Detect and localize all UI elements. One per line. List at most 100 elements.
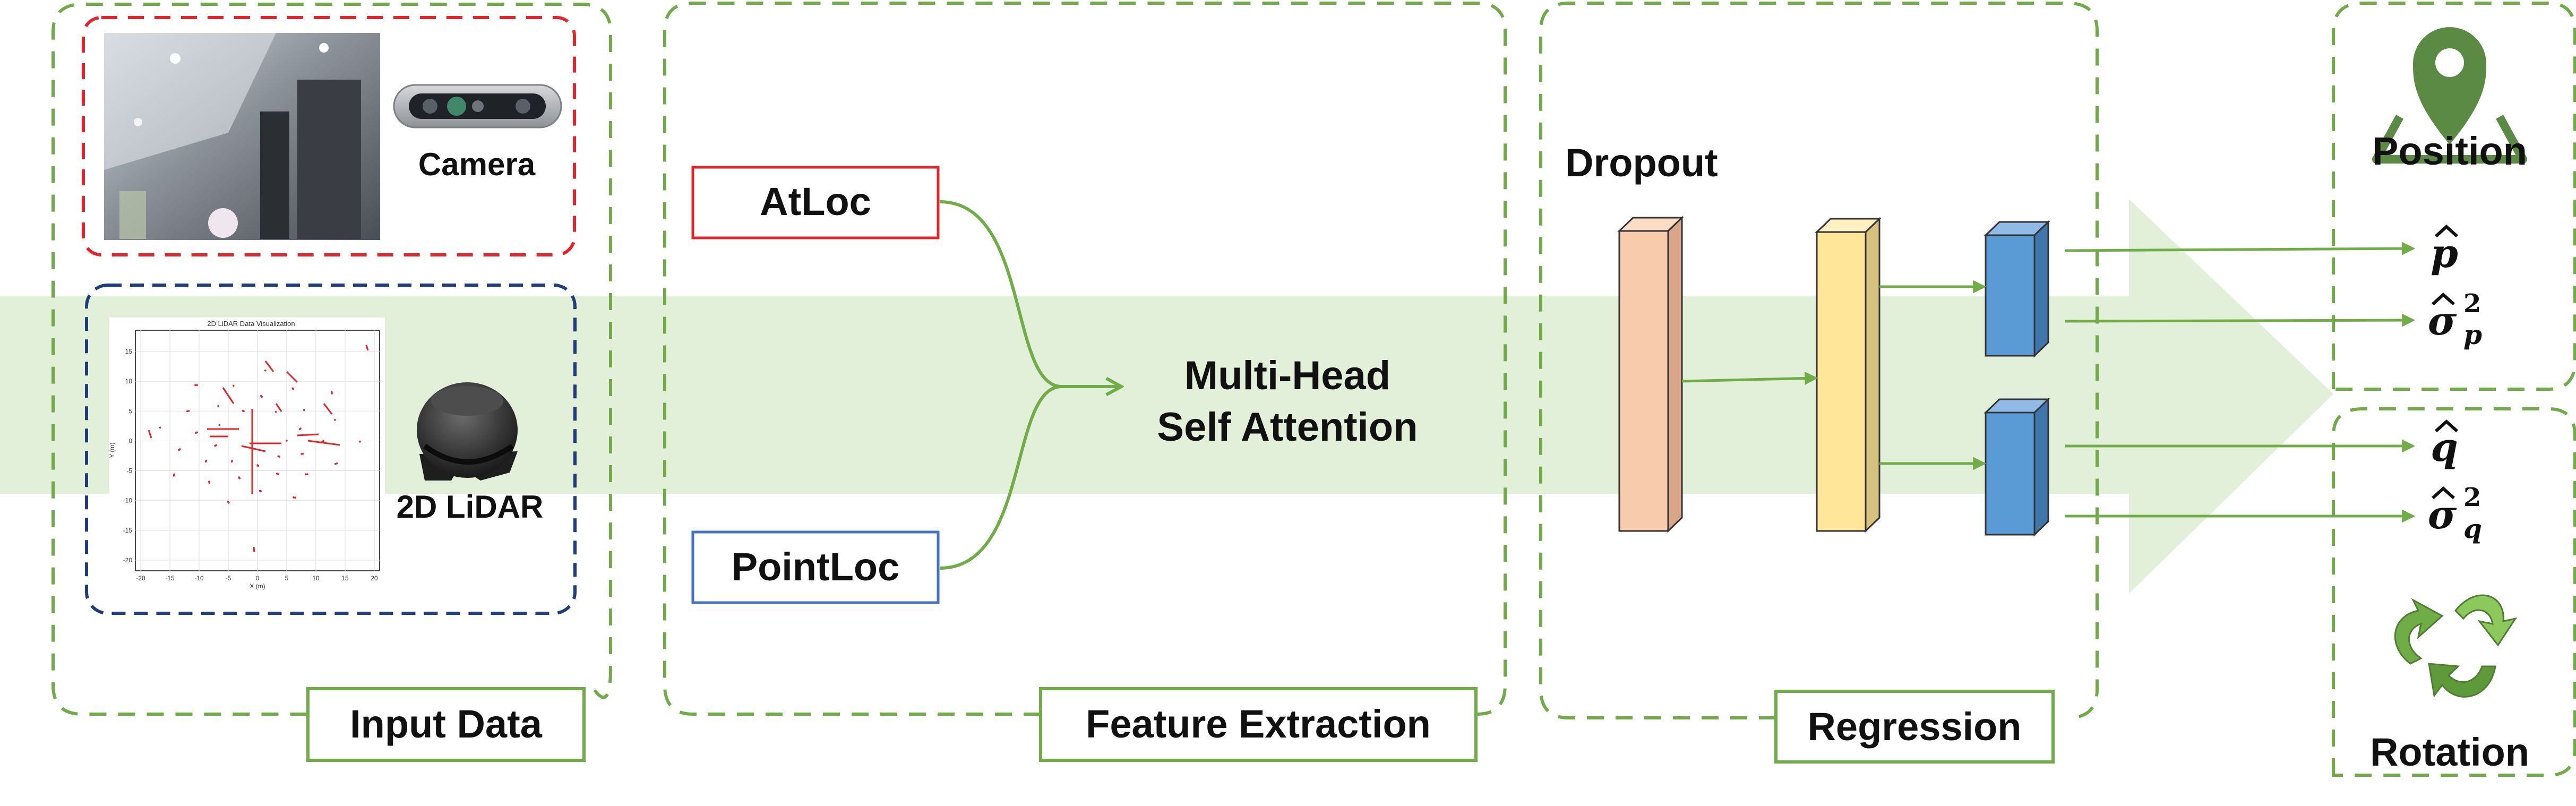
lidar-scan-points [148,345,369,553]
rotation-output-section: Rotation [2332,407,2576,777]
lidar-plot-ylabel: Y (m) [108,442,116,458]
pointloc-box [691,530,940,604]
camera-photo [104,33,380,240]
lidar-plot-title: 2D LiDAR Data Visualization [207,320,295,328]
lidar-scan-segment [297,433,319,436]
lidar-scan-point [298,428,301,431]
sigma-q-symbol: σ 2 q [2428,483,2482,544]
camera-label: Camera [418,147,536,182]
lidar-scan-point [274,411,277,413]
lidar-y-tick: 15 [125,348,133,355]
lidar-scan-point [292,388,294,390]
lidar-plot-grid [135,330,380,571]
lidar-scan-segment [275,403,282,412]
lidar-scan-point [179,448,181,450]
attention-label-line2: Self Attention [1157,405,1418,450]
lidar-x-tick: -15 [165,575,175,582]
lidar-scan-point [259,490,261,492]
lidar-scan-point [294,496,296,499]
lidar-scan-point [261,396,263,398]
lidar-scan-point [334,418,336,421]
rotation-icon [2394,594,2518,698]
lidar-y-tick: -5 [126,467,132,475]
lidar-y-tick: 10 [125,378,133,385]
position-head-block [1983,220,2050,358]
lidar-scan-point [334,462,337,465]
camera-device-icon [393,84,562,128]
camera-box [82,16,576,256]
pointloc-to-attention-arrow [939,385,1062,570]
lidar-x-tick: 10 [312,575,320,582]
atloc-label: AtLoc [760,179,871,224]
dropout-label: Dropout [1565,141,1718,185]
atloc-to-attention-arrow [939,200,1121,387]
lidar-scan-segment [323,403,333,415]
svg-text:p: p [2431,231,2458,277]
lidar-x-tick: 5 [285,575,289,582]
lidar-box [85,284,577,615]
lidar-x-tick: 15 [341,575,349,582]
svg-text:2: 2 [2463,483,2481,512]
attention-label-line1: Multi-Head [1184,353,1390,398]
position-label: Position [2372,129,2527,173]
lidar-scan-point [215,444,217,447]
lidar-scan-point [306,473,308,475]
lidar-scan-segment [286,371,298,383]
rotation-label: Rotation [2370,730,2529,774]
lidar-scan-point [227,501,229,503]
rotation-head-block [1983,397,2050,537]
svg-text:q: q [2463,513,2482,544]
lidar-scan-point [196,431,199,434]
lidar-scan-point [277,455,279,458]
lidar-scan-point [264,369,267,372]
lidar-scan-point [186,410,188,413]
lidar-scan-segment [365,345,369,351]
lidar-scan-point [276,473,278,475]
lidar-scan-point [205,459,208,462]
lidar-scan-segment [241,445,266,452]
location-pin-icon [2372,27,2527,164]
lidar-scan-point [243,410,245,413]
lidar-scan-point [300,453,303,455]
pointloc-label: PointLoc [732,545,900,589]
regression-section: Dropout Regression [1539,1,2099,764]
feature-extraction-title-box [1039,687,1478,762]
lidar-scan-point [256,464,259,466]
lidar-scan-point [233,384,235,387]
svg-text:p: p [2463,319,2482,350]
lidar-y-tick: -20 [123,556,133,564]
regression-title-box [1774,690,2055,764]
sigma-p-arrow [2065,313,2416,327]
lidar-device-icon [417,382,518,481]
lidar-x-tick: -20 [136,575,145,582]
lidar-scan-segment [222,387,235,404]
regression-title: Regression [1807,705,2021,749]
lidar-scan-point [194,384,196,386]
lidar-scan-point [321,441,323,443]
lidar-scan-point [305,473,307,475]
lidar-scan-point [187,410,190,412]
lidar-x-tick: 0 [256,575,260,582]
lidar-scan-point [303,409,305,411]
lidar-scan-segment [307,440,340,446]
dropout-block [1617,216,1684,533]
input-data-title: Input Data [350,702,543,746]
position-output-section: Position [2332,2,2576,391]
feature-extraction-title: Feature Extraction [1086,702,1431,746]
svg-text:2: 2 [2463,289,2481,319]
lidar-scan-point [331,392,333,395]
lidar-x-tick: 20 [371,575,378,582]
lidar-plot-xlabel: X (m) [250,582,265,590]
p-hat-symbol: p [2431,224,2459,277]
input-data-title-box [306,687,586,762]
lidar-y-tick: 5 [128,407,132,415]
lidar-scan-point [231,460,234,462]
lidar-x-tick: -5 [226,575,231,582]
svg-text:σ: σ [2428,492,2457,538]
output-arrows [2065,242,2416,523]
sigma-p-symbol: σ 2 p [2428,289,2482,350]
hidden-layer-block [1815,217,1882,533]
